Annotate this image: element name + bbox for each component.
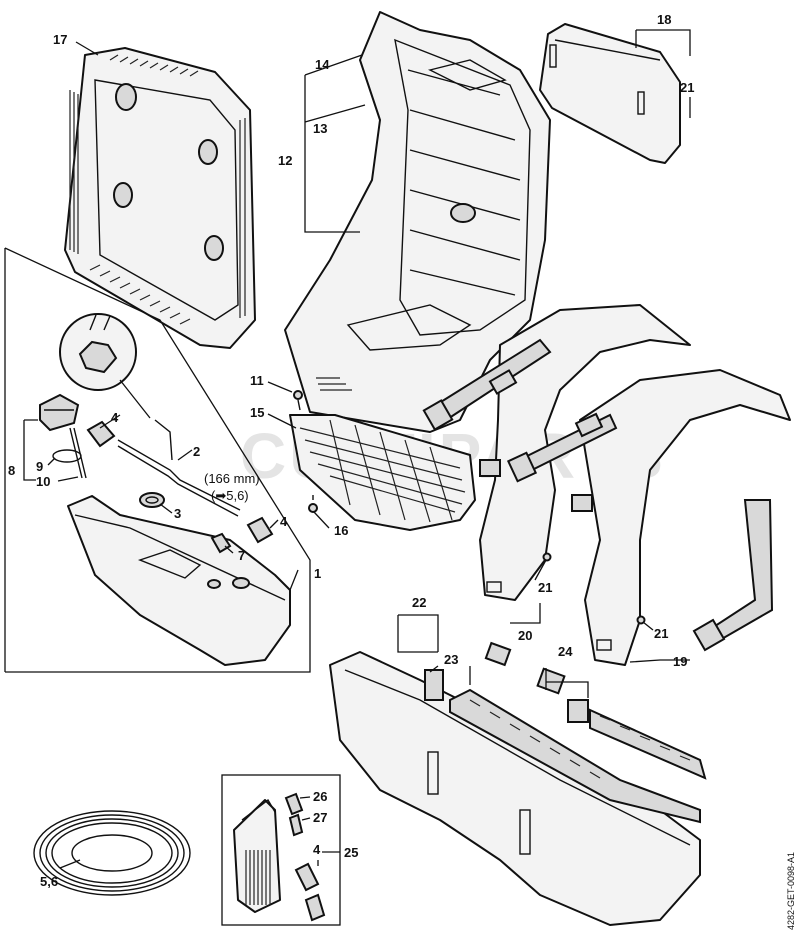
nozzle-part-26 — [284, 792, 304, 816]
callout-5-6: 5,6 — [40, 874, 58, 889]
hose-coil-part-5-6 — [33, 810, 191, 896]
callout-2: 2 — [193, 444, 200, 459]
callout-14: 14 — [315, 57, 330, 72]
nozzle-part-27 — [288, 813, 304, 837]
callout-11: 11 — [250, 373, 264, 388]
callout-22: 22 — [412, 595, 426, 610]
callout-25: 25 — [344, 845, 358, 860]
callout-7: 7 — [238, 548, 245, 563]
callout-9: 9 — [36, 459, 43, 474]
hose-reference-note: (➡5,6) — [211, 488, 249, 503]
callout-12: 12 — [278, 153, 292, 168]
filter-kit-outline-part-25 — [221, 774, 341, 926]
callout-19: 19 — [673, 654, 687, 669]
fitting-part-4-lower — [246, 516, 274, 544]
callout-18: 18 — [657, 12, 671, 27]
callout-13: 13 — [313, 121, 327, 136]
callout-15: 15 — [250, 405, 264, 420]
callout-26: 26 — [313, 789, 327, 804]
callout-24: 24 — [558, 644, 573, 659]
shoulder-strap-part-20 — [422, 304, 691, 601]
grommet-part-3 — [139, 492, 165, 508]
fitting-part-4-kit — [294, 862, 326, 922]
frame-part-17 — [64, 47, 256, 349]
callout-8: 8 — [8, 463, 15, 478]
callout-23: 23 — [444, 652, 458, 667]
callout-20: 20 — [518, 628, 532, 643]
callout-4-lower: 4 — [280, 514, 288, 529]
callout-3: 3 — [174, 506, 181, 521]
strainer-part-10 — [69, 427, 87, 479]
callout-17: 17 — [53, 32, 67, 47]
belt-strap-part-23 — [424, 641, 701, 824]
leader-lines — [23, 29, 691, 869]
bottom-plate-part-15 — [289, 390, 476, 531]
callout-27: 27 — [313, 810, 327, 825]
tank-group-outline — [4, 247, 311, 673]
hose-part-2 — [59, 313, 241, 517]
callout-10: 10 — [36, 474, 50, 489]
callout-21-top: 21 — [680, 80, 694, 95]
tank-part-1 — [67, 495, 291, 666]
hose-length-note: (166 mm) — [204, 471, 260, 486]
belt-strap-part-24 — [567, 699, 707, 780]
drawing-id: 4282-GET-0098-A1 — [786, 852, 796, 930]
shoulder-strap-part-19 — [506, 369, 791, 666]
backplate-part-12 — [284, 11, 551, 433]
callout-16: 16 — [334, 523, 348, 538]
valve-part-7 — [210, 532, 232, 554]
callout-21-middle: 21 — [538, 580, 552, 595]
fitting-part-4-upper — [86, 420, 116, 448]
cushion-part-18 — [539, 23, 681, 164]
callout-21-right: 21 — [654, 626, 668, 641]
tank-cap-part-8 — [39, 393, 80, 432]
callout-4-upper: 4 — [111, 410, 119, 425]
callout-1: 1 — [314, 566, 321, 581]
callout-4-kit: 4 — [313, 842, 321, 857]
air-filter-element — [233, 798, 281, 913]
callout-labels: 17 14 13 12 18 21 11 15 16 4 2 8 9 10 (1… — [8, 12, 694, 889]
